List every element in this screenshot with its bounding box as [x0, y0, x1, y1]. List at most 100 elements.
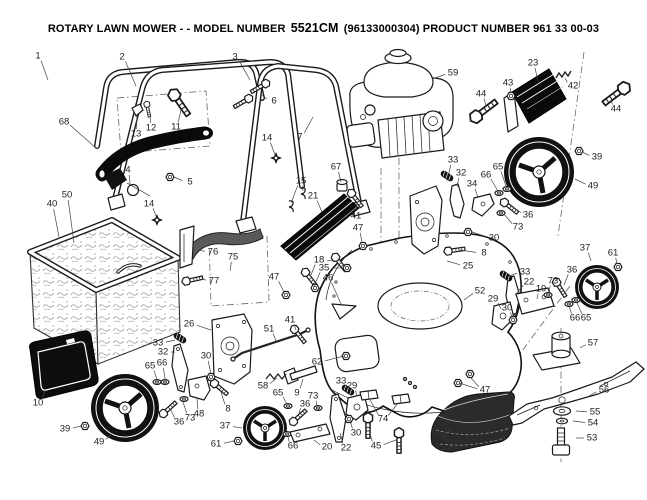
- part-callout-40: 40: [47, 199, 58, 210]
- part-callout-66: 66: [157, 358, 168, 369]
- part-callout-10: 10: [33, 398, 44, 409]
- part-callout-65: 65: [581, 313, 592, 324]
- part-callout-77: 77: [209, 276, 220, 287]
- part-callout-9: 9: [294, 388, 299, 399]
- part-callout-23: 23: [528, 58, 539, 69]
- lower-handle-3: [235, 63, 371, 234]
- part-callout-12: 12: [146, 123, 157, 134]
- part-callout-65: 65: [493, 162, 504, 173]
- part-callout-15: 15: [296, 176, 307, 187]
- part-callout-36: 36: [174, 417, 185, 428]
- part-callout-35: 35: [319, 263, 330, 274]
- part-callout-54: 54: [588, 418, 599, 429]
- part-callout-68: 68: [59, 117, 70, 128]
- bag-lid: [29, 330, 99, 399]
- part-callout-29: 29: [347, 381, 358, 392]
- guard-panel-23: [466, 68, 634, 133]
- part-callout-53: 53: [587, 433, 598, 444]
- wheel-rear-right: [504, 137, 584, 207]
- part-callout-73: 73: [548, 276, 559, 287]
- part-callout-11: 11: [171, 122, 181, 133]
- part-callout-36: 36: [567, 265, 578, 276]
- part-callout-75: 75: [228, 252, 239, 263]
- part-callout-3: 3: [232, 52, 237, 63]
- part-callout-66: 66: [570, 313, 581, 324]
- part-callout-4: 4: [125, 165, 130, 176]
- part-callout-37: 37: [580, 243, 591, 254]
- part-callout-30: 30: [489, 233, 500, 244]
- part-callout-47: 47: [353, 223, 364, 234]
- part-callout-39: 39: [60, 424, 71, 435]
- bail-control-hardware: [104, 77, 348, 226]
- part-callout-37: 37: [220, 421, 231, 432]
- part-callout-5: 5: [187, 177, 192, 188]
- left-adjuster-group: [152, 313, 253, 420]
- part-callout-13: 13: [131, 129, 142, 140]
- part-callout-8: 8: [481, 248, 486, 259]
- part-callout-34: 34: [467, 179, 478, 190]
- part-callout-44: 44: [611, 104, 622, 115]
- part-callout-14: 14: [262, 133, 273, 144]
- part-callout-57: 57: [588, 338, 599, 349]
- part-callout-48: 48: [194, 409, 205, 420]
- part-callout-55: 55: [590, 407, 601, 418]
- part-callout-33: 33: [448, 155, 459, 166]
- part-callout-39: 39: [592, 152, 603, 163]
- part-callout-66: 66: [288, 441, 299, 452]
- wheel-rear-left: [80, 374, 159, 442]
- part-callout-73: 73: [185, 413, 196, 424]
- part-callout-42: 42: [568, 81, 579, 92]
- part-callout-33: 33: [153, 338, 164, 349]
- blade-assembly: [508, 331, 645, 456]
- part-callout-30: 30: [351, 428, 362, 439]
- part-callout-14: 14: [144, 199, 155, 210]
- part-callout-1: 1: [35, 51, 40, 62]
- wheel-front-left: [233, 406, 287, 450]
- right-rear-adjuster-group: [409, 169, 521, 257]
- part-callout-59: 59: [448, 68, 459, 79]
- part-callout-74: 74: [378, 414, 389, 425]
- part-callout-19: 19: [536, 284, 547, 295]
- part-callout-66: 66: [481, 170, 492, 181]
- part-callout-49: 49: [588, 181, 599, 192]
- part-callout-56: 56: [599, 385, 610, 396]
- part-callout-44: 44: [476, 89, 487, 100]
- part-callout-25: 25: [463, 261, 474, 272]
- part-callout-36: 36: [300, 399, 311, 410]
- part-callout-26: 26: [184, 319, 195, 330]
- part-callout-61: 61: [211, 439, 222, 450]
- title-suffix: (96133000304) PRODUCT NUMBER 961 33 00-0…: [343, 23, 600, 35]
- part-callout-58: 58: [258, 381, 269, 392]
- title-prefix: ROTARY LAWN MOWER - - MODEL NUMBER: [47, 23, 286, 35]
- part-callout-67: 67: [331, 162, 342, 173]
- part-callout-22: 22: [341, 443, 352, 454]
- grass-bag: [27, 217, 181, 365]
- part-callout-8: 8: [225, 404, 230, 415]
- part-callout-18: 18: [314, 255, 325, 266]
- part-callout-30: 30: [502, 303, 513, 314]
- part-callout-30: 30: [201, 351, 212, 362]
- part-callout-21: 21: [308, 191, 319, 202]
- part-callout-52: 52: [475, 286, 486, 297]
- rear-door-panel-21: [280, 193, 360, 261]
- part-callout-33: 33: [520, 267, 531, 278]
- part-callout-29: 29: [488, 294, 499, 305]
- part-callout-62: 62: [312, 357, 323, 368]
- part-callout-73: 73: [513, 222, 524, 233]
- diagram-title: ROTARY LAWN MOWER - - MODEL NUMBER 5521C…: [0, 21, 647, 35]
- part-callout-73: 73: [308, 391, 319, 402]
- part-callout-49: 49: [94, 437, 105, 448]
- part-callout-32: 32: [456, 168, 467, 179]
- part-callout-45: 45: [371, 441, 382, 452]
- title-model-number: 5521CM: [290, 21, 339, 35]
- part-callout-65: 65: [273, 388, 284, 399]
- part-callout-7: 7: [297, 132, 302, 143]
- deck-clips-and-bolts: [359, 369, 475, 454]
- part-callout-33: 33: [336, 376, 347, 387]
- chute-wing: [179, 225, 264, 287]
- part-callout-22: 22: [524, 277, 535, 288]
- part-callout-46: 46: [323, 273, 334, 284]
